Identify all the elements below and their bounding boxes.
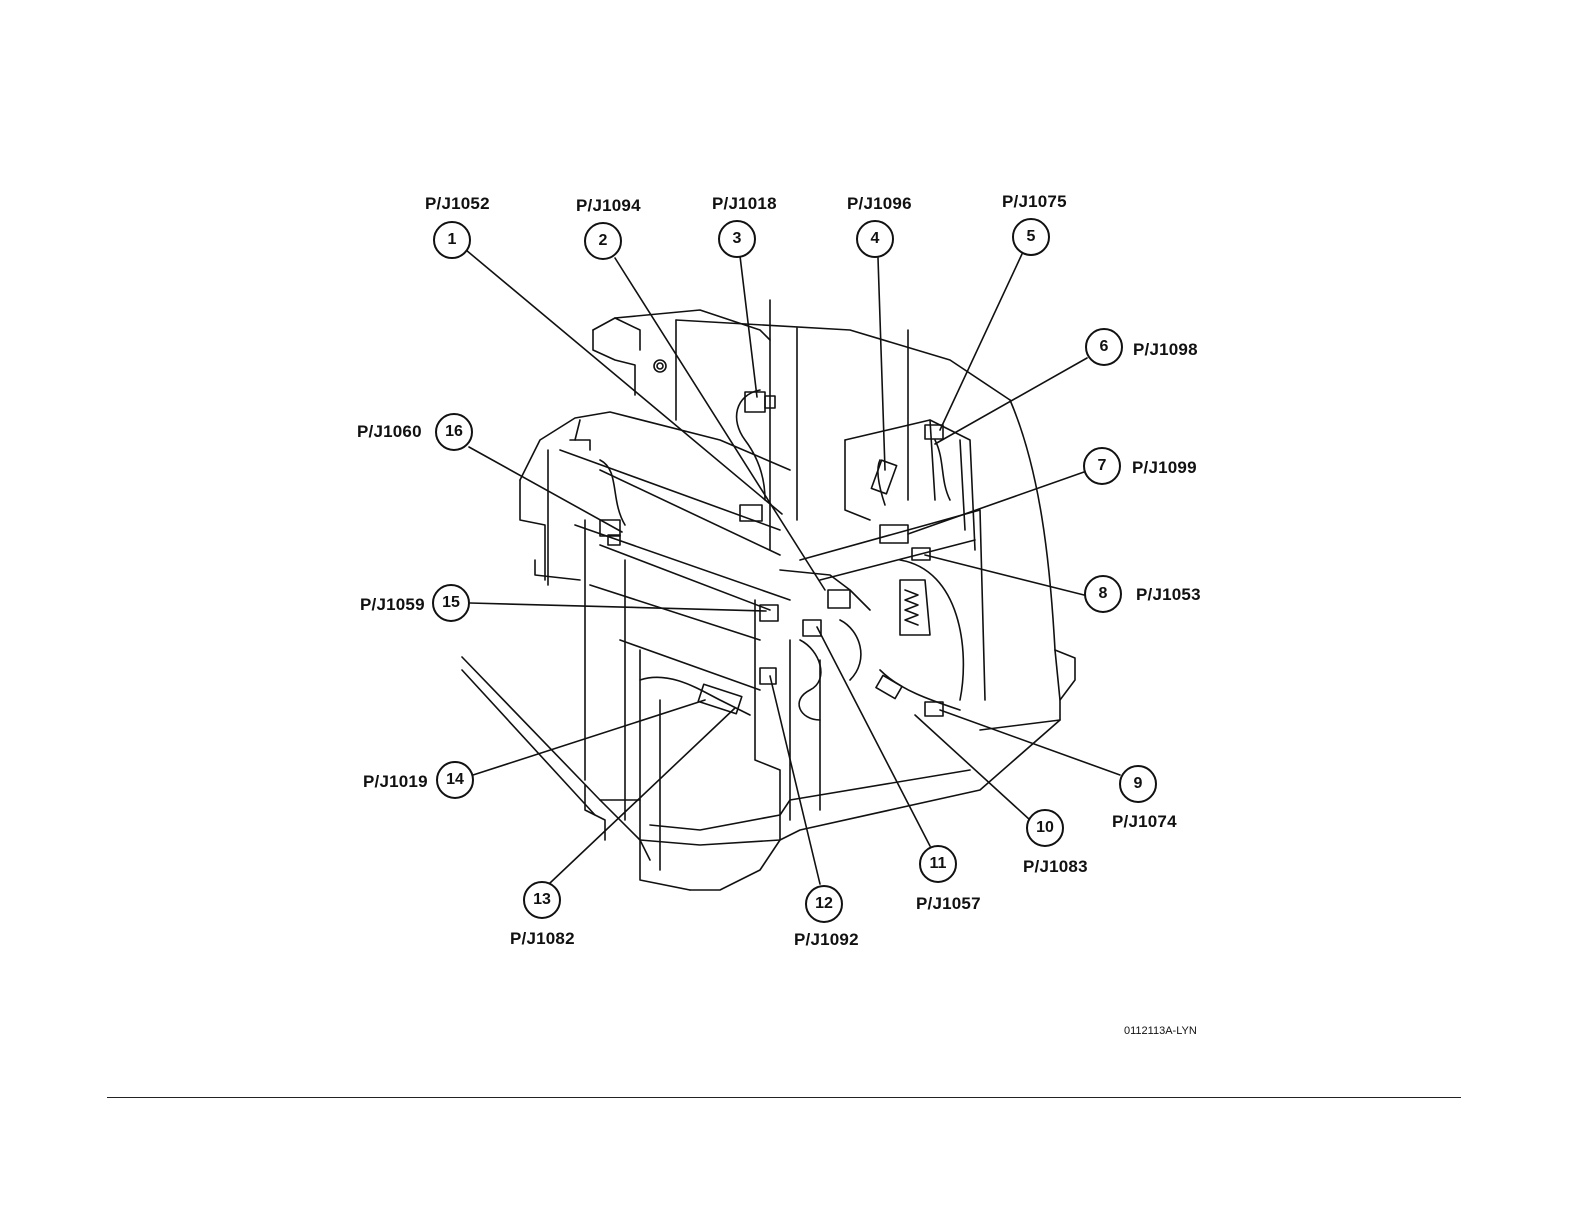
callout-bubble-14: 14 bbox=[436, 761, 474, 799]
callout-bubble-3: 3 bbox=[718, 220, 756, 258]
callout-bubble-12: 12 bbox=[805, 885, 843, 923]
connector-label-2: P/J1094 bbox=[576, 196, 641, 216]
connector-label-11: P/J1057 bbox=[916, 894, 981, 914]
connector-label-7: P/J1099 bbox=[1132, 458, 1197, 478]
connector-label-6: P/J1098 bbox=[1133, 340, 1198, 360]
callout-bubble-10: 10 bbox=[1026, 809, 1064, 847]
callout-bubble-1: 1 bbox=[433, 221, 471, 259]
connector-label-4: P/J1096 bbox=[847, 194, 912, 214]
connector-label-14: P/J1019 bbox=[363, 772, 428, 792]
figure-code: 0112113A-LYN bbox=[1124, 1025, 1197, 1037]
callout-bubble-8: 8 bbox=[1084, 575, 1122, 613]
callout-bubble-11: 11 bbox=[919, 845, 957, 883]
callout-bubble-13: 13 bbox=[523, 881, 561, 919]
connector-label-5: P/J1075 bbox=[1002, 192, 1067, 212]
callout-bubble-7: 7 bbox=[1083, 447, 1121, 485]
callout-bubble-6: 6 bbox=[1085, 328, 1123, 366]
connector-label-3: P/J1018 bbox=[712, 194, 777, 214]
connector-label-13: P/J1082 bbox=[510, 929, 575, 949]
callout-bubble-15: 15 bbox=[432, 584, 470, 622]
footer-rule bbox=[107, 1097, 1461, 1098]
connector-label-8: P/J1053 bbox=[1136, 585, 1201, 605]
callout-bubble-2: 2 bbox=[584, 222, 622, 260]
connector-label-16: P/J1060 bbox=[357, 422, 422, 442]
connector-label-10: P/J1083 bbox=[1023, 857, 1088, 877]
connector-label-9: P/J1074 bbox=[1112, 812, 1177, 832]
connector-label-12: P/J1092 bbox=[794, 930, 859, 950]
callout-bubble-9: 9 bbox=[1119, 765, 1157, 803]
connector-label-15: P/J1059 bbox=[360, 595, 425, 615]
callout-bubble-4: 4 bbox=[856, 220, 894, 258]
connector-label-1: P/J1052 bbox=[425, 194, 490, 214]
callout-bubble-16: 16 bbox=[435, 413, 473, 451]
callout-bubble-5: 5 bbox=[1012, 218, 1050, 256]
